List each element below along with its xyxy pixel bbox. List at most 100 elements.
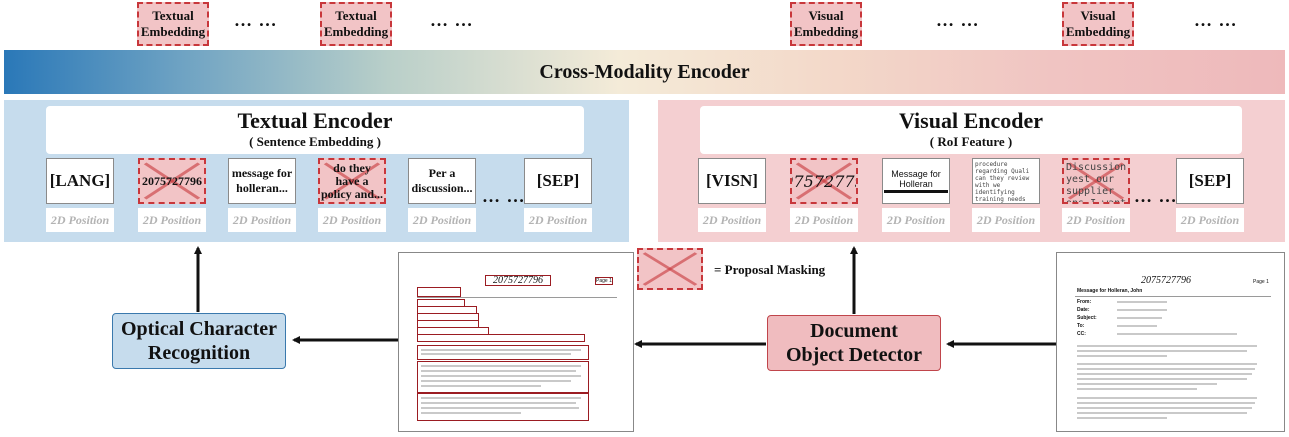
text-line (1117, 333, 1237, 335)
text-line (1117, 309, 1167, 311)
cross-modality-encoder: Cross-Modality Encoder (4, 50, 1285, 94)
doc-header: Message for Holleran, John (1077, 288, 1143, 294)
doc-number: 2075727796 (485, 275, 551, 286)
detector-label: Document Object Detector (785, 320, 923, 366)
doc-field-from: From: (1077, 299, 1092, 305)
visual-encoder-panel: Visual Encoder ( RoI Feature ) [VISN] 20… (658, 100, 1285, 242)
visual-embedding-token-1: Visual Embedding (790, 2, 862, 46)
doc-field-to: To: (1077, 323, 1085, 329)
proposal-masking-swatch (637, 248, 703, 290)
textual-token-lang: [LANG] (46, 158, 114, 204)
text-line (1077, 402, 1255, 404)
position-embedding: 2D Position (698, 208, 766, 232)
text-line (421, 402, 576, 404)
text-line (421, 380, 571, 382)
position-embedding: 2D Position (138, 208, 206, 232)
doc-field-date: Date: (1077, 307, 1090, 313)
text-line (421, 370, 576, 372)
text-line (1117, 325, 1157, 327)
textual-encoder-header: Textual Encoder ( Sentence Embedding ) (46, 106, 584, 154)
detection-box (417, 287, 461, 297)
cross-modality-encoder-label: Cross-Modality Encoder (539, 60, 750, 83)
text-line (1117, 301, 1167, 303)
text-line (1077, 350, 1247, 352)
ellipsis: … … (1194, 10, 1238, 30)
visual-embedding-token-2: Visual Embedding (1062, 2, 1134, 46)
text-line (1077, 378, 1247, 380)
position-embedding: 2D Position (524, 208, 592, 232)
textual-encoder-title: Textual Encoder (237, 108, 393, 133)
visual-embedding-label: Visual Embedding (793, 8, 859, 39)
textual-embedding-label: Textual Embedding (323, 8, 389, 39)
text-line (1077, 363, 1257, 365)
text-line (1077, 355, 1167, 357)
text-line (421, 397, 581, 399)
visual-token-masked-paragraph: Discussion yest our supplier ons I want … (1062, 158, 1130, 204)
text-line (1077, 417, 1167, 419)
ocr-module: Optical Character Recognition (112, 313, 286, 369)
visual-embedding-label: Visual Embedding (1065, 8, 1131, 39)
detection-box (417, 393, 589, 421)
position-embedding: 2D Position (408, 208, 476, 232)
doc-field-cc: CC: (1077, 331, 1086, 337)
position-embedding: 2D Position (228, 208, 296, 232)
position-embedding: 2D Position (1176, 208, 1244, 232)
textual-token-message: message for holleran... (228, 158, 296, 204)
underline-stroke (884, 190, 948, 193)
textual-embedding-token-2: Textual Embedding (320, 2, 392, 46)
textual-token-discussion: Per a discussion... (408, 158, 476, 204)
visual-token-message-image: Message for Holleran (882, 158, 950, 204)
document-object-detector: Document Object Detector (767, 315, 941, 371)
visual-encoder-subtitle: ( RoI Feature ) (929, 134, 1013, 149)
text-line (1117, 317, 1162, 319)
doc-page-number: Page 1 (1253, 279, 1269, 285)
visual-token-visn: [VISN] (698, 158, 766, 204)
position-embedding: 2D Position (1062, 208, 1130, 232)
position-embedding: 2D Position (882, 208, 950, 232)
textual-embedding-label: Textual Embedding (140, 8, 206, 39)
ellipsis: … … (482, 186, 526, 206)
visual-token-masked-number: 2075727796 (790, 158, 858, 204)
ellipsis: … … (234, 10, 278, 30)
ocr-label: Optical Character Recognition (120, 318, 278, 364)
doc-page-number: Page 1 (595, 277, 613, 285)
textual-token-masked-policy: do they have a policy and... (318, 158, 386, 204)
visual-token-paragraph-image: procedure regarding Quali can they revie… (972, 158, 1040, 204)
text-line (421, 353, 571, 355)
ellipsis: … … (936, 10, 980, 30)
detection-box (417, 334, 585, 342)
text-line (1077, 412, 1247, 414)
position-embedding: 2D Position (790, 208, 858, 232)
text-line (1077, 407, 1252, 409)
ellipsis: … … (1134, 186, 1178, 206)
doc-rule (1075, 296, 1271, 297)
visual-token-sep: [SEP] (1176, 158, 1244, 204)
text-line (421, 375, 581, 377)
position-embedding: 2D Position (972, 208, 1040, 232)
text-line (421, 385, 541, 387)
textual-encoder-subtitle: ( Sentence Embedding ) (249, 134, 381, 149)
textual-embedding-token-1: Textual Embedding (137, 2, 209, 46)
input-document: 2075727796 Page 1 Message for Holleran, … (1056, 252, 1285, 432)
textual-token-sep: [SEP] (524, 158, 592, 204)
position-embedding: 2D Position (318, 208, 386, 232)
text-line (1077, 388, 1197, 390)
visual-encoder-title: Visual Encoder (898, 108, 1044, 133)
text-line (1077, 397, 1257, 399)
text-line (421, 407, 579, 409)
doc-field-subject: Subject: (1077, 315, 1097, 321)
text-line (421, 412, 521, 414)
text-line (1077, 373, 1252, 375)
ellipsis: … … (430, 10, 474, 30)
doc-number: 2075727796 (1141, 275, 1191, 286)
detection-box (417, 345, 589, 360)
position-embedding: 2D Position (46, 208, 114, 232)
text-line (1077, 383, 1217, 385)
text-line (421, 365, 581, 367)
doc-rule (417, 297, 617, 298)
textual-encoder-panel: Textual Encoder ( Sentence Embedding ) [… (4, 100, 629, 242)
text-line (1077, 345, 1257, 347)
textual-token-masked-number: 2075727796 (138, 158, 206, 204)
document-with-detections: 2075727796 Page 1 (398, 252, 634, 432)
detection-box (417, 361, 589, 393)
